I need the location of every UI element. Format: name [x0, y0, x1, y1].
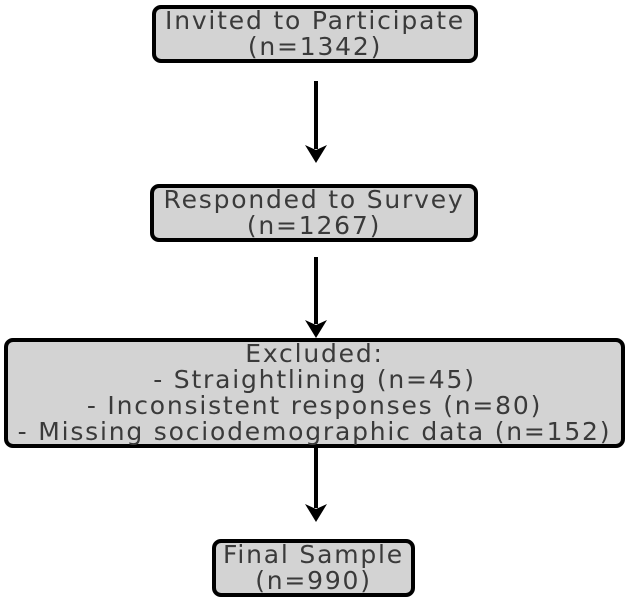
node-excluded-reason-missing-data: - Missing sociodemographic data (n=152) [17, 417, 612, 446]
node-responded-count: (n=1267) [246, 211, 382, 240]
node-excluded-reason-straightlining: - Straightlining (n=45) [153, 365, 476, 394]
node-invited-label: Invited to Participate [165, 6, 465, 35]
arrow-invited-to-responded [305, 81, 327, 163]
node-invited-count: (n=1342) [247, 32, 383, 61]
node-invited: Invited to Participate (n=1342) [152, 5, 478, 63]
node-excluded: Excluded: - Straightlining (n=45) - Inco… [4, 338, 625, 448]
node-excluded-title: Excluded: [245, 339, 384, 368]
arrow-excluded-to-final [305, 446, 327, 522]
node-excluded-reason-inconsistent: - Inconsistent responses (n=80) [86, 391, 543, 420]
node-final-sample-count: (n=990) [255, 566, 372, 595]
node-final-sample-label: Final Sample [223, 540, 404, 569]
node-responded: Responded to Survey (n=1267) [150, 184, 478, 242]
arrow-responded-to-excluded [305, 257, 327, 338]
node-final-sample: Final Sample (n=990) [212, 539, 415, 597]
node-responded-label: Responded to Survey [163, 185, 465, 214]
